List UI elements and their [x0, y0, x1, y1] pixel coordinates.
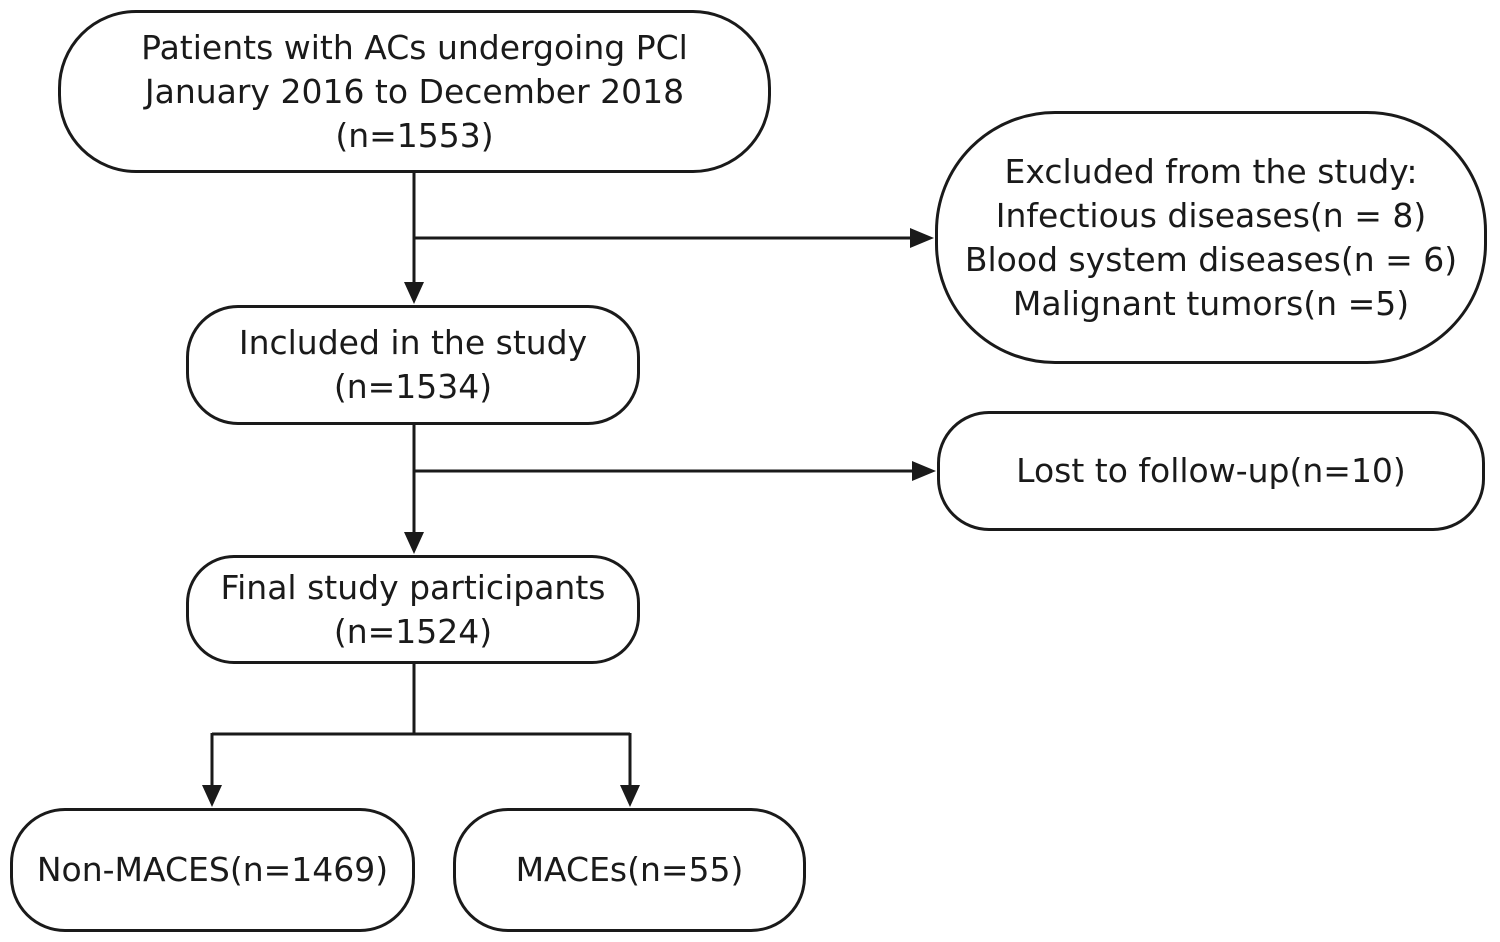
arrowhead-final: [404, 532, 424, 554]
maces-label: MACEs(n=55): [515, 850, 744, 889]
box-lost-to-follow-up: Lost to follow-up(n=10): [937, 411, 1485, 531]
arrowhead-lost: [912, 461, 936, 481]
excluded-item-infectious: Infectious diseases(n = 8): [995, 195, 1427, 235]
box-non-maces: Non-MACES(n=1469): [10, 808, 415, 932]
arrowhead-included: [404, 282, 424, 304]
excluded-title: Excluded from the study:: [1004, 151, 1418, 191]
box-maces: MACEs(n=55): [453, 808, 806, 932]
start-line-1: Patients with ACs undergoing PCl: [141, 27, 688, 67]
lost-label: Lost to follow-up(n=10): [1016, 451, 1406, 490]
start-line-2: January 2016 to December 2018: [144, 71, 685, 111]
final-label: Final study participants: [220, 567, 606, 607]
non-maces-label: Non-MACES(n=1469): [36, 850, 389, 889]
arrowhead-excluded: [910, 228, 934, 248]
box-excluded: Excluded from the study: Infectious dise…: [935, 111, 1487, 364]
box-included: Included in the study (n=1534): [186, 305, 640, 425]
included-count: (n=1534): [333, 367, 493, 406]
box-final-participants: Final study participants (n=1524): [186, 555, 640, 664]
included-label: Included in the study: [238, 323, 588, 362]
box-patients-undergoing-pci: Patients with ACs undergoing PCl January…: [58, 10, 771, 173]
start-count: (n=1553): [335, 115, 494, 155]
excluded-item-blood: Blood system diseases(n = 6): [964, 239, 1458, 279]
final-count: (n=1524): [333, 611, 493, 651]
excluded-item-tumors: Malignant tumors(n =5): [1012, 283, 1410, 323]
arrowhead-non-maces: [202, 785, 222, 807]
arrowhead-maces: [620, 785, 640, 807]
